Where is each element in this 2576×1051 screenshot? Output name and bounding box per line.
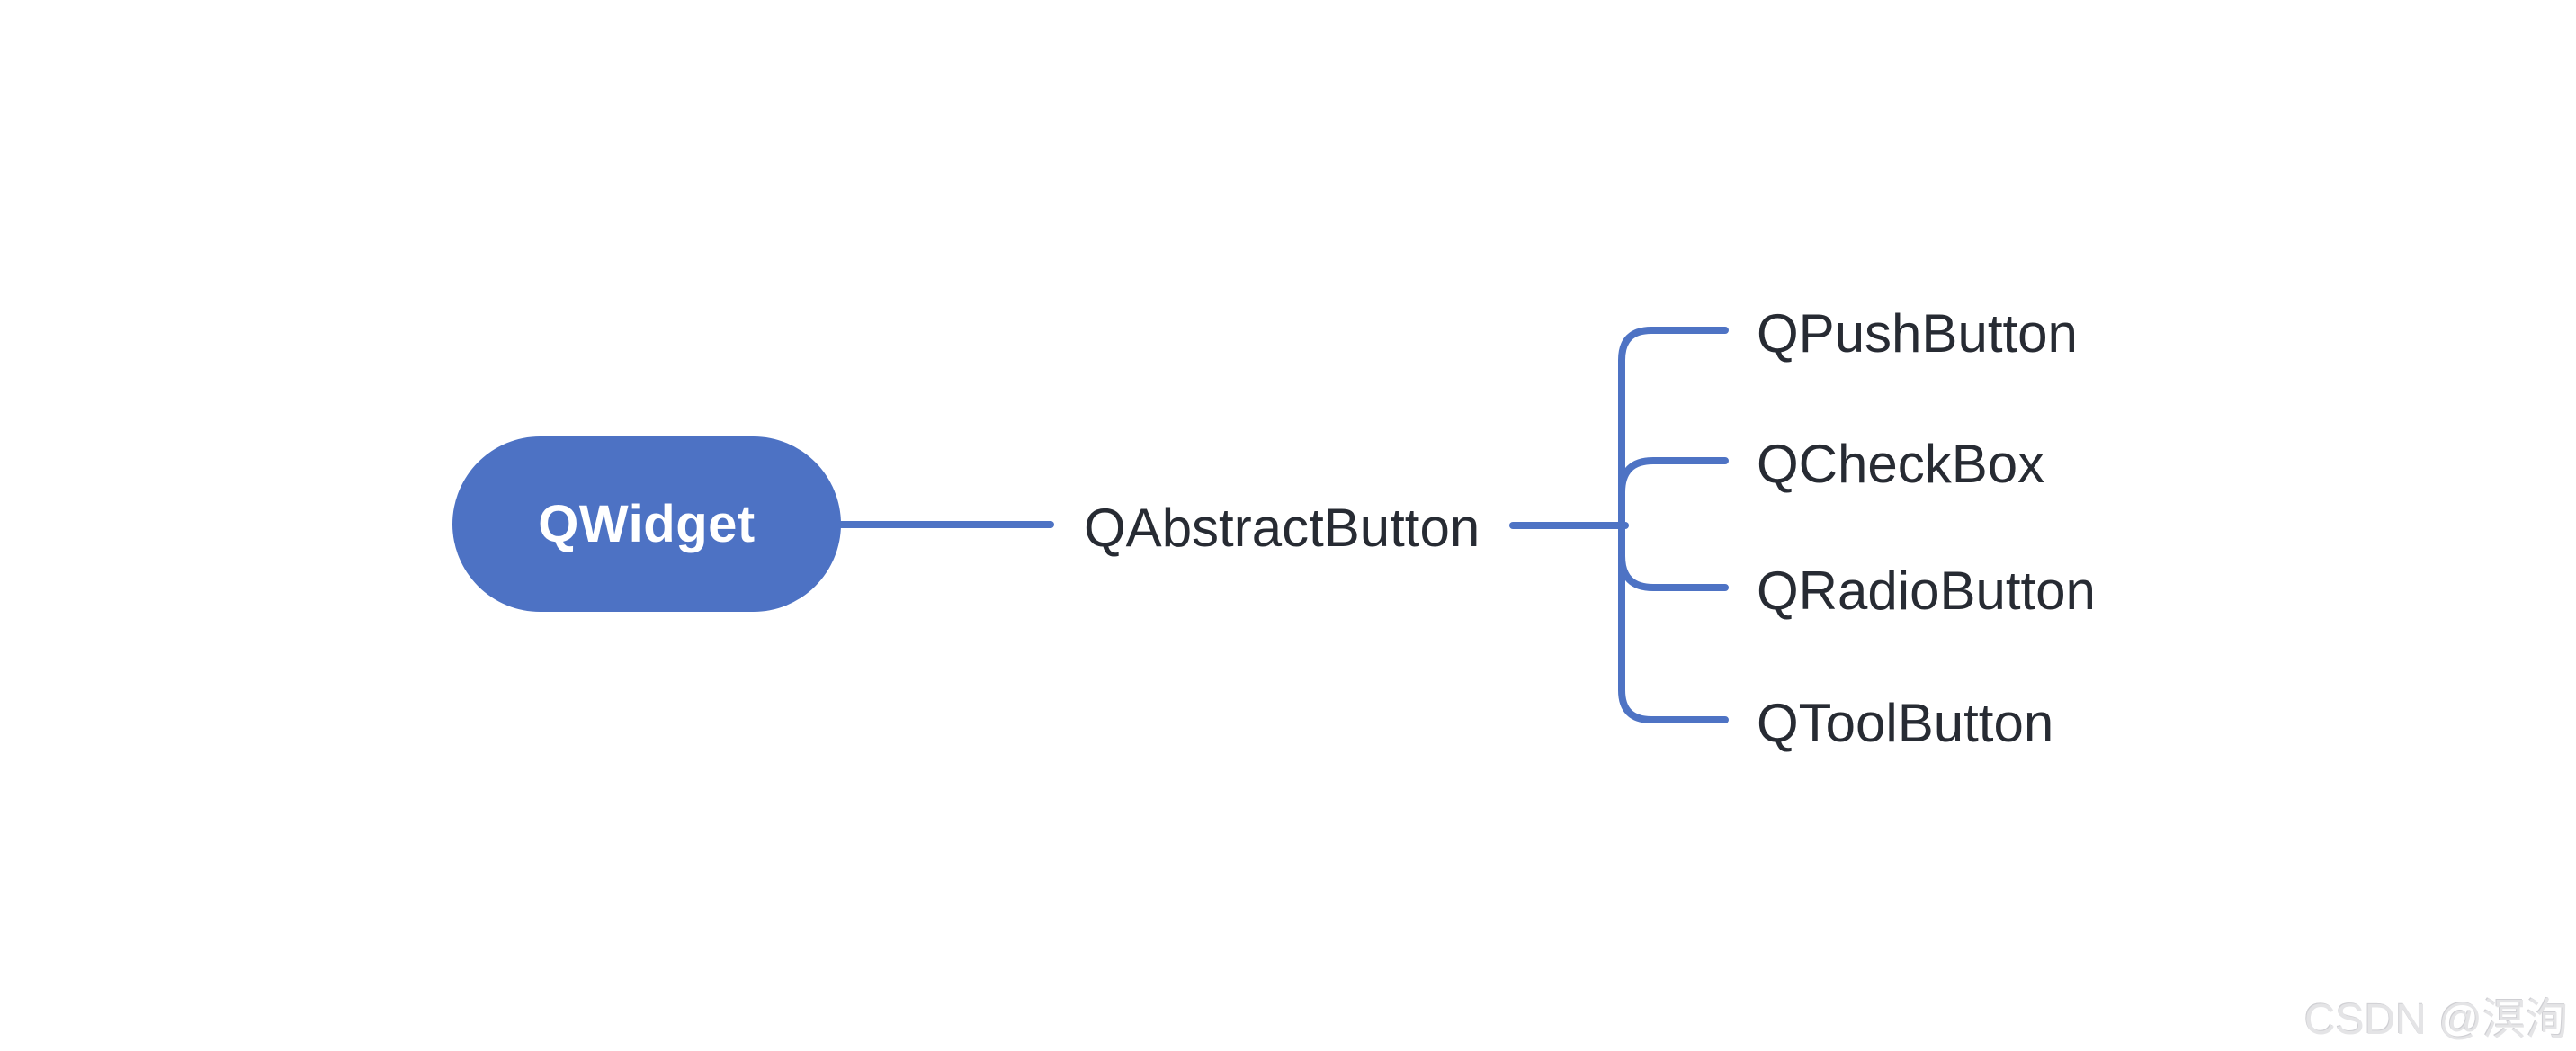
node-qabstractbutton-label: QAbstractButton [1084,498,1480,558]
node-qtoolbutton-label: QToolButton [1757,693,2054,753]
node-qwidget: QWidget [452,436,841,612]
node-qpushbutton-label: QPushButton [1757,303,2078,364]
connector-trunk-and-outer-branches [1618,327,1729,723]
connector-branch-qcheckbox [1618,457,1729,496]
csdn-watermark: CSDN @溟洵 [2303,996,2569,1044]
connector-branch-qradiobutton [1618,552,1729,591]
node-qcheckbox-label: QCheckBox [1757,434,2045,494]
node-qwidget-label: QWidget [538,494,756,553]
node-qradiobutton-label: QRadioButton [1757,561,2096,621]
